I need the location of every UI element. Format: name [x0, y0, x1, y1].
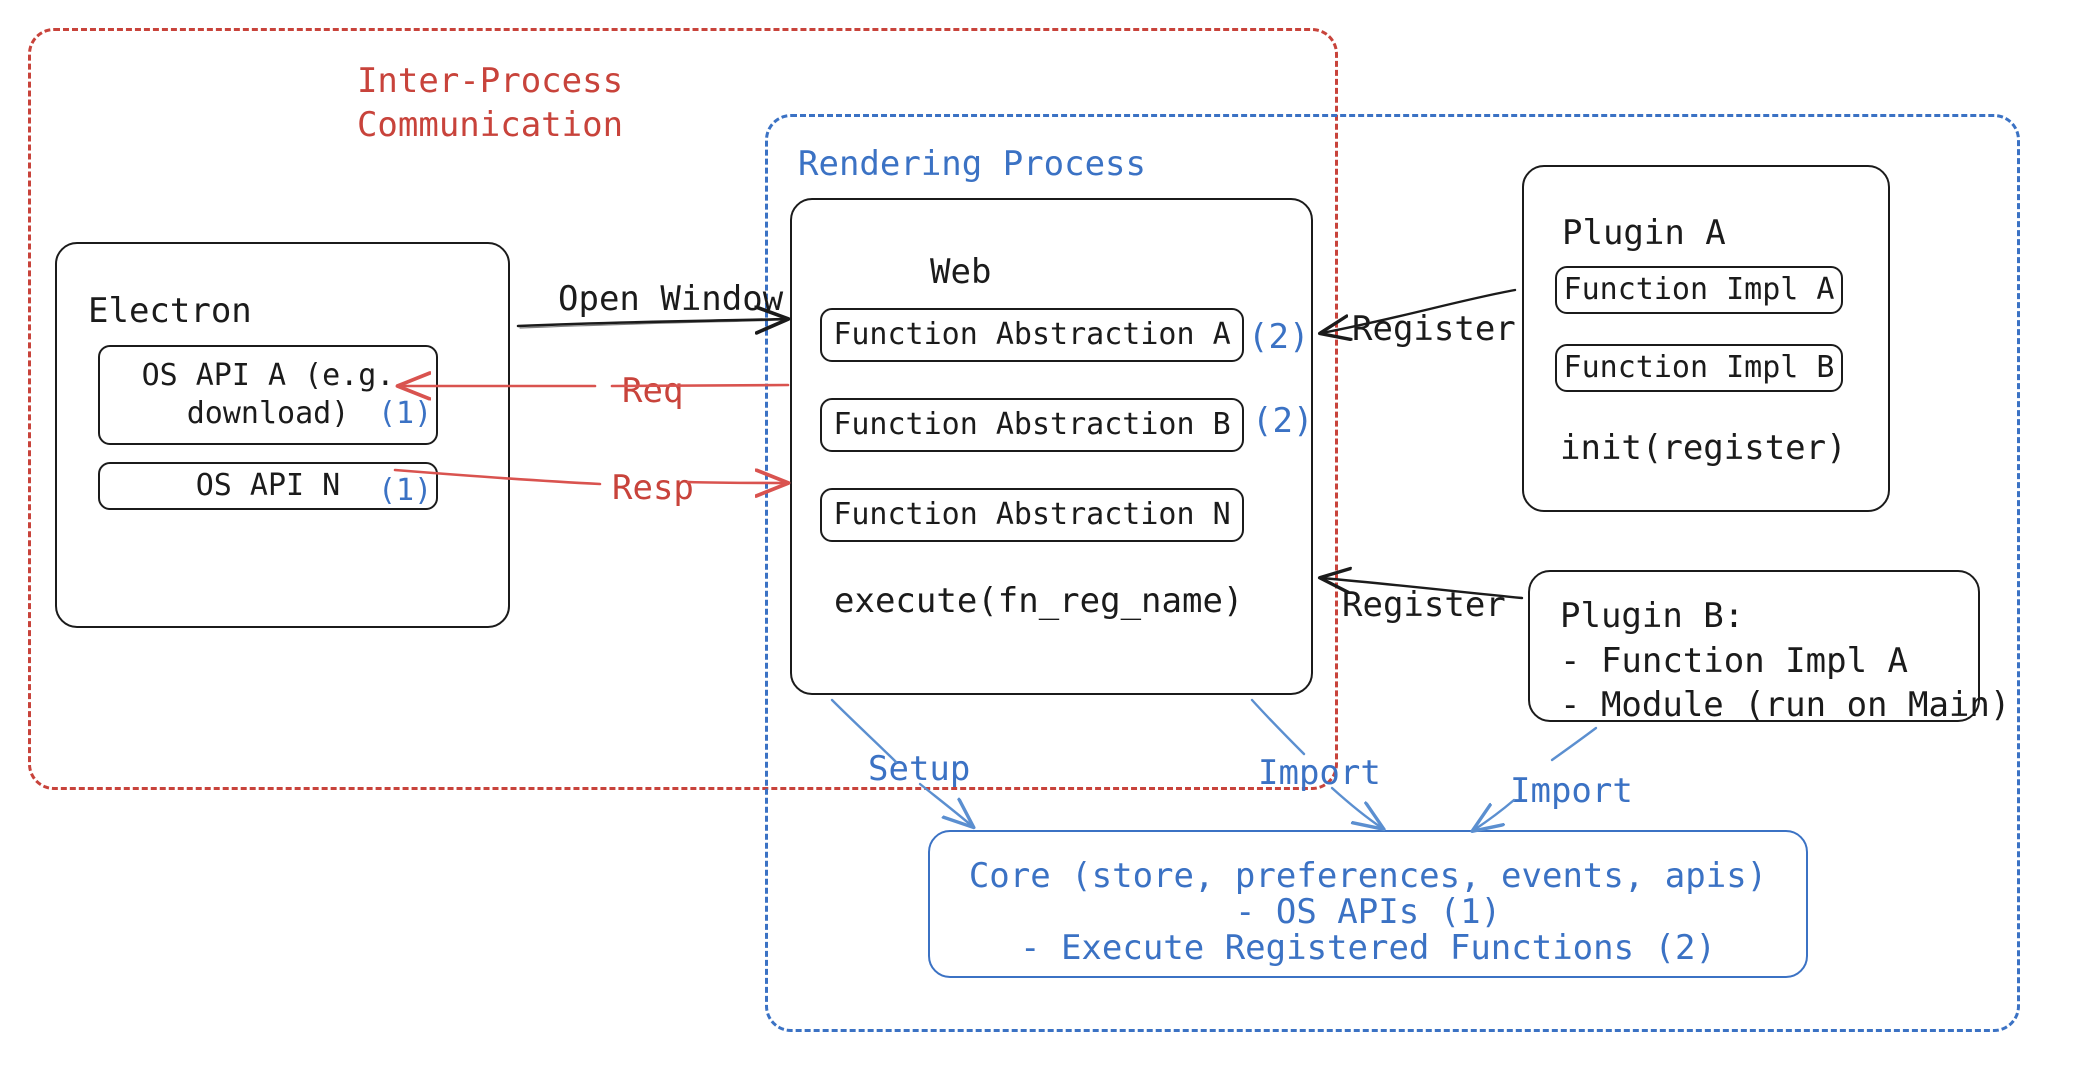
- region-rendering-process: [765, 114, 2020, 1032]
- os-api-a-ref: (1): [378, 396, 433, 431]
- arrow-label-open-window: Open Window: [558, 279, 784, 319]
- os-api-n-box[interactable]: OS API N: [98, 462, 438, 510]
- core-line-1: Core (store, preferences, events, apis): [968, 856, 1768, 896]
- os-api-n-ref: (1): [378, 473, 433, 508]
- core-line-3: - Execute Registered Functions (2): [1020, 928, 1716, 968]
- plugin-b-line-1: - Function Impl A: [1560, 641, 1908, 681]
- function-abstraction-n-box[interactable]: Function Abstraction N: [820, 488, 1244, 542]
- region-inter-process-communication: [28, 28, 1338, 790]
- core-line-2: - OS APIs (1): [1234, 892, 1502, 932]
- arrow-label-import-plugin-b: Import: [1510, 771, 1633, 811]
- plugin-a-function-impl-a-box[interactable]: Function Impl A: [1555, 266, 1843, 314]
- arrow-label-register-plugin-a: Register: [1352, 309, 1516, 349]
- arrow-label-resp: Resp: [612, 468, 694, 508]
- arrow-label-req: Req: [622, 371, 684, 411]
- plugin-a-box[interactable]: [1522, 165, 1890, 512]
- region-ipc-label: Inter-Process Communication: [356, 61, 624, 145]
- function-abstraction-a-box[interactable]: Function Abstraction A: [820, 308, 1244, 362]
- plugin-b-line-2: - Module (run on Main): [1560, 685, 2011, 725]
- plugin-a-title: Plugin A: [1562, 213, 1726, 253]
- plugin-a-init-method: init(register): [1560, 428, 1847, 468]
- function-abstraction-b-box[interactable]: Function Abstraction B: [820, 398, 1244, 452]
- function-abstraction-b-label: Function Abstraction B: [833, 406, 1231, 442]
- function-abstraction-b-ref: (2): [1252, 401, 1314, 441]
- function-abstraction-a-ref: (2): [1248, 317, 1310, 357]
- arrow-label-setup: Setup: [868, 749, 971, 789]
- os-api-a-box[interactable]: OS API A (e.g. download): [98, 345, 438, 445]
- plugin-a-function-impl-b-label: Function Impl B: [1563, 349, 1835, 385]
- electron-title: Electron: [88, 291, 252, 331]
- function-abstraction-n-label: Function Abstraction N: [833, 496, 1231, 532]
- web-title: Web: [930, 252, 992, 292]
- plugin-a-function-impl-a-label: Function Impl A: [1563, 271, 1835, 307]
- plugin-a-function-impl-b-box[interactable]: Function Impl B: [1555, 344, 1843, 392]
- core-box[interactable]: [928, 830, 1808, 978]
- plugin-b-box[interactable]: [1528, 570, 1980, 722]
- arrow-label-register-plugin-b: Register: [1342, 585, 1506, 625]
- plugin-b-title: Plugin B:: [1560, 596, 1745, 636]
- os-api-a-label: OS API A (e.g. download): [141, 357, 395, 431]
- region-rendering-label: Rendering Process: [798, 144, 1146, 184]
- os-api-n-label: OS API N: [195, 467, 341, 503]
- web-execute-method: execute(fn_reg_name): [834, 581, 1244, 621]
- function-abstraction-a-label: Function Abstraction A: [833, 316, 1231, 352]
- arrow-label-import-web: Import: [1258, 753, 1381, 793]
